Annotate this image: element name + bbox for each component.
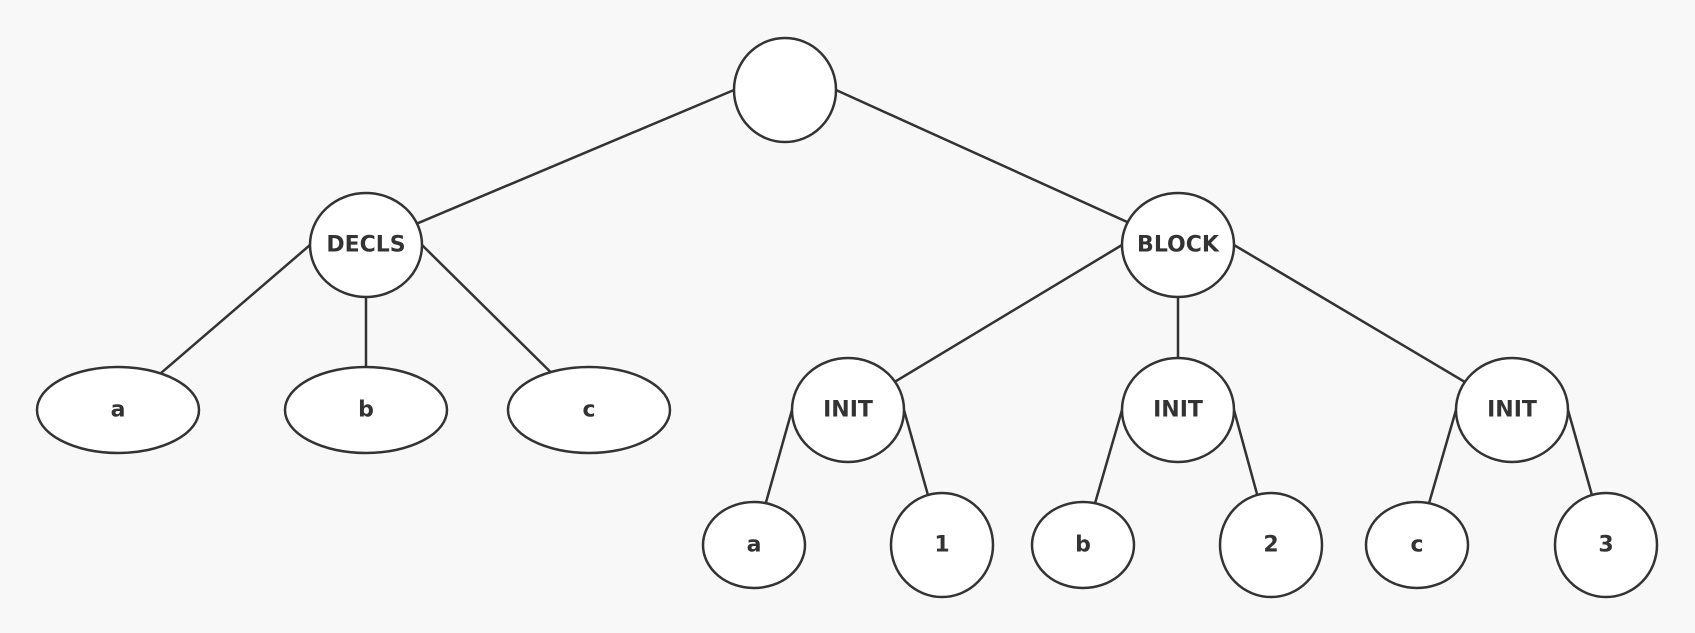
- node-block-shape: [1120, 191, 1236, 299]
- node-init-2-2: 2: [1218, 491, 1324, 599]
- node-init-3-3-shape: [1553, 491, 1659, 599]
- node-init-2-label: INIT: [1153, 398, 1203, 423]
- node-init-2-b: b: [1030, 500, 1136, 590]
- node-decl-a-label: a: [111, 398, 126, 423]
- node-init-1-label: INIT: [823, 398, 873, 423]
- node-init-2-b-label: b: [1075, 533, 1091, 558]
- node-decl-c-label: c: [582, 398, 595, 423]
- node-root-shape: [732, 36, 838, 144]
- node-block-label: BLOCK: [1137, 233, 1220, 258]
- node-decl-c-shape: [506, 365, 672, 455]
- node-init-2-2-shape: [1218, 491, 1324, 599]
- node-decl-b: b: [283, 365, 449, 455]
- node-init-2: INIT: [1120, 356, 1236, 464]
- node-init-3-3-label: 3: [1598, 533, 1613, 558]
- node-init-1-a-label: a: [747, 533, 762, 558]
- node-init-1-1: 1: [889, 491, 995, 599]
- node-init-3-c-shape: [1364, 500, 1470, 590]
- node-decl-a: a: [35, 365, 201, 455]
- node-init-1-1-label: 1: [934, 533, 949, 558]
- node-init-1-shape: [790, 356, 906, 464]
- node-init-3-c: c: [1364, 500, 1470, 590]
- node-init-2-shape: [1120, 356, 1236, 464]
- node-decl-a-shape: [35, 365, 201, 455]
- node-init-3: INIT: [1454, 356, 1570, 464]
- node-init-1: INIT: [790, 356, 906, 464]
- node-root: [732, 36, 838, 144]
- node-decls-label: DECLS: [326, 233, 405, 258]
- node-decls: DECLS: [308, 191, 424, 299]
- node-decl-b-shape: [283, 365, 449, 455]
- node-init-3-label: INIT: [1487, 398, 1537, 423]
- node-init-3-shape: [1454, 356, 1570, 464]
- node-init-2-2-label: 2: [1263, 533, 1278, 558]
- node-init-3-3: 3: [1553, 491, 1659, 599]
- node-decls-shape: [308, 191, 424, 299]
- node-init-1-1-shape: [889, 491, 995, 599]
- node-decl-b-label: b: [358, 398, 374, 423]
- node-decl-c: c: [506, 365, 672, 455]
- node-block: BLOCK: [1120, 191, 1236, 299]
- node-init-2-b-shape: [1030, 500, 1136, 590]
- nodes-layer: DECLS BLOCK a b c INIT INIT INIT: [35, 36, 1659, 599]
- node-init-1-a: a: [701, 500, 807, 590]
- node-init-1-a-shape: [701, 500, 807, 590]
- node-init-3-c-label: c: [1410, 533, 1423, 558]
